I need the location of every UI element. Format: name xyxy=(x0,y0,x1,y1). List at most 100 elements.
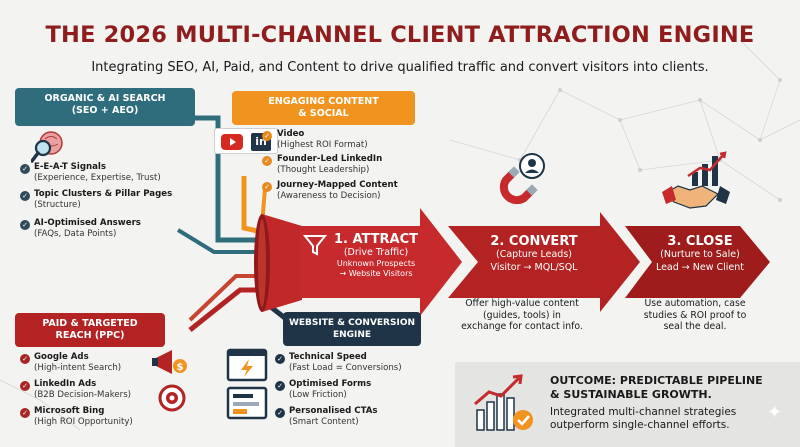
paid-connector xyxy=(188,287,262,332)
website-header-line2: ENGINE xyxy=(332,330,372,340)
close-note-line: studies & ROI proof to xyxy=(643,309,747,321)
content-item: Video (Highest ROI Format) xyxy=(277,129,417,150)
convert-note: Offer high-value content (guides, tools)… xyxy=(452,298,592,333)
stage-attract-line2: → Website Visitors xyxy=(339,269,413,278)
organic-item-detail: (Structure) xyxy=(34,199,81,210)
content-item: Founder-Led LinkedIn (Thought Leadership… xyxy=(277,154,417,175)
magnet-user-icon xyxy=(499,153,545,205)
website-item-detail: (Smart Content) xyxy=(289,416,359,427)
organic-item: E-E-A-T Signals (Experience, Expertise, … xyxy=(34,162,184,183)
website-item: Personalised CTAs (Smart Content) xyxy=(289,406,429,427)
paid-item-detail: (High-intent Search) xyxy=(34,362,122,373)
paid-item: LinkedIn Ads (B2B Decision-Makers) xyxy=(34,379,154,400)
website-header-line1: WEBSITE & CONVERSION xyxy=(288,318,415,328)
paid-header-line2: REACH (PPC) xyxy=(55,330,125,341)
convert-note-line: (guides, tools) in xyxy=(483,309,561,321)
brain-magnifier-icon xyxy=(31,131,63,163)
organic-item-title: E-E-A-T Signals xyxy=(34,162,106,172)
paid-item-title: Microsoft Bing xyxy=(34,406,105,416)
outcome-body: Integrated multi-channel strategies outp… xyxy=(550,406,795,432)
funnel-cone xyxy=(262,214,302,312)
paid-icons: $ xyxy=(152,350,187,412)
browser-speed-icon xyxy=(226,348,268,420)
check-icon: ✓ xyxy=(275,381,285,391)
stage-convert: 2. CONVERT (Capture Leads) Visitor → MQL… xyxy=(468,234,600,275)
organic-header-line1: ORGANIC & AI SEARCH xyxy=(44,93,166,104)
website-item: Technical Speed (Fast Load = Conversions… xyxy=(289,352,429,373)
organic-header-line2: (SEO + AEO) xyxy=(71,105,139,116)
check-icon: ✓ xyxy=(262,182,272,192)
close-note-line: seal the deal. xyxy=(663,321,727,332)
website-item-title: Optimised Forms xyxy=(289,379,372,389)
outcome-title-line2: & SUSTAINABLE GROWTH. xyxy=(550,388,712,401)
organic-connector xyxy=(195,115,262,243)
megaphone-icon: $ xyxy=(152,350,187,374)
check-icon: ✓ xyxy=(20,381,30,391)
check-icon: ✓ xyxy=(275,354,285,364)
organic-header: ORGANIC & AI SEARCH (SEO + AEO) xyxy=(15,88,195,126)
website-header: WEBSITE & CONVERSION ENGINE xyxy=(283,312,421,346)
outcome-panel: OUTCOME: PREDICTABLE PIPELINE & SUSTAINA… xyxy=(455,362,800,447)
check-icon: ✓ xyxy=(20,408,30,418)
paid-item: Google Ads (High-intent Search) xyxy=(34,352,154,373)
website-item: Optimised Forms (Low Friction) xyxy=(289,379,429,400)
website-item-detail: (Low Friction) xyxy=(289,389,347,400)
organic-item: Topic Clusters & Pillar Pages (Structure… xyxy=(34,189,179,210)
organic-search-panel: ORGANIC & AI SEARCH (SEO + AEO) xyxy=(15,88,200,238)
check-icon: ✓ xyxy=(262,156,272,166)
stage-attract-subtitle: (Drive Traffic) xyxy=(343,247,409,258)
convert-note-line: Offer high-value content xyxy=(465,298,579,309)
paid-item: Microsoft Bing (High ROI Opportunity) xyxy=(34,406,156,427)
content-header: ENGAGING CONTENT & SOCIAL xyxy=(232,91,415,125)
stage-convert-title: 2. CONVERT xyxy=(490,234,578,249)
stage-convert-line1: Visitor → MQL/SQL xyxy=(490,262,578,273)
check-icon: ✓ xyxy=(262,131,272,141)
svg-text:$: $ xyxy=(177,362,184,373)
paid-header-line1: PAID & TARGETED xyxy=(42,318,138,329)
organic-item-title: Topic Clusters & Pillar Pages xyxy=(34,189,173,199)
content-icons: in xyxy=(214,128,278,154)
content-item: Journey-Mapped Content (Awareness to Dec… xyxy=(277,180,417,201)
content-item-detail: (Highest ROI Format) xyxy=(277,139,368,150)
content-item-detail: (Thought Leadership) xyxy=(277,164,370,175)
stage-close: 3. CLOSE (Nurture to Sale) Lead → New Cl… xyxy=(640,234,760,275)
handshake-chart-icon xyxy=(662,151,730,209)
paid-item-detail: (High ROI Opportunity) xyxy=(34,416,133,427)
target-icon xyxy=(158,384,186,412)
paid-header: PAID & TARGETED REACH (PPC) xyxy=(15,313,165,347)
content-header-line1: ENGAGING CONTENT xyxy=(268,96,379,107)
outcome-body-line2: outperform single-channel efforts. xyxy=(550,419,730,431)
sparkle-icon: ✦ xyxy=(767,402,783,423)
organic-item: AI-Optimised Answers (FAQs, Data Points) xyxy=(34,218,184,239)
paid-item-title: Google Ads xyxy=(34,352,89,362)
organic-item-detail: (FAQs, Data Points) xyxy=(34,228,117,239)
stage-attract-line1: Unknown Prospects xyxy=(336,259,416,268)
stage-arrow-close xyxy=(625,226,770,298)
stage-close-subtitle: (Nurture to Sale) xyxy=(660,249,740,260)
content-item-title: Founder-Led LinkedIn xyxy=(277,154,383,164)
organic-item-detail: (Experience, Expertise, Trust) xyxy=(34,172,161,183)
stage-attract: 1. ATTRACT (Drive Traffic) Unknown Prosp… xyxy=(326,232,426,279)
convert-note-line: exchange for contact info. xyxy=(461,321,583,332)
check-icon: ✓ xyxy=(20,354,30,364)
close-note: Use automation, case studies & ROI proof… xyxy=(620,298,770,333)
check-icon: ✓ xyxy=(20,191,30,201)
stage-close-title: 3. CLOSE xyxy=(667,234,733,249)
check-icon: ✓ xyxy=(20,164,30,174)
website-item-title: Personalised CTAs xyxy=(289,406,378,416)
content-item-title: Video xyxy=(277,129,305,139)
website-item-detail: (Fast Load = Conversions) xyxy=(289,362,402,373)
stage-close-line1: Lead → New Client xyxy=(655,262,745,273)
close-note-line: Use automation, case xyxy=(644,298,746,309)
website-item-title: Technical Speed xyxy=(289,352,367,362)
check-icon: ✓ xyxy=(20,220,30,230)
stage-arrow-convert xyxy=(448,212,640,312)
stage-arrow-attract xyxy=(300,208,462,316)
outcome-title: OUTCOME: PREDICTABLE PIPELINE & SUSTAINA… xyxy=(550,374,795,402)
outcome-body-line1: Integrated multi-channel strategies xyxy=(550,406,737,418)
youtube-icon xyxy=(221,134,243,150)
page-title: THE 2026 MULTI-CHANNEL CLIENT ATTRACTION… xyxy=(45,22,755,48)
outcome-title-line1: OUTCOME: PREDICTABLE PIPELINE xyxy=(550,374,763,387)
page-subtitle: Integrating SEO, AI, Paid, and Content t… xyxy=(91,60,709,75)
growth-chart-check-icon xyxy=(474,374,533,431)
